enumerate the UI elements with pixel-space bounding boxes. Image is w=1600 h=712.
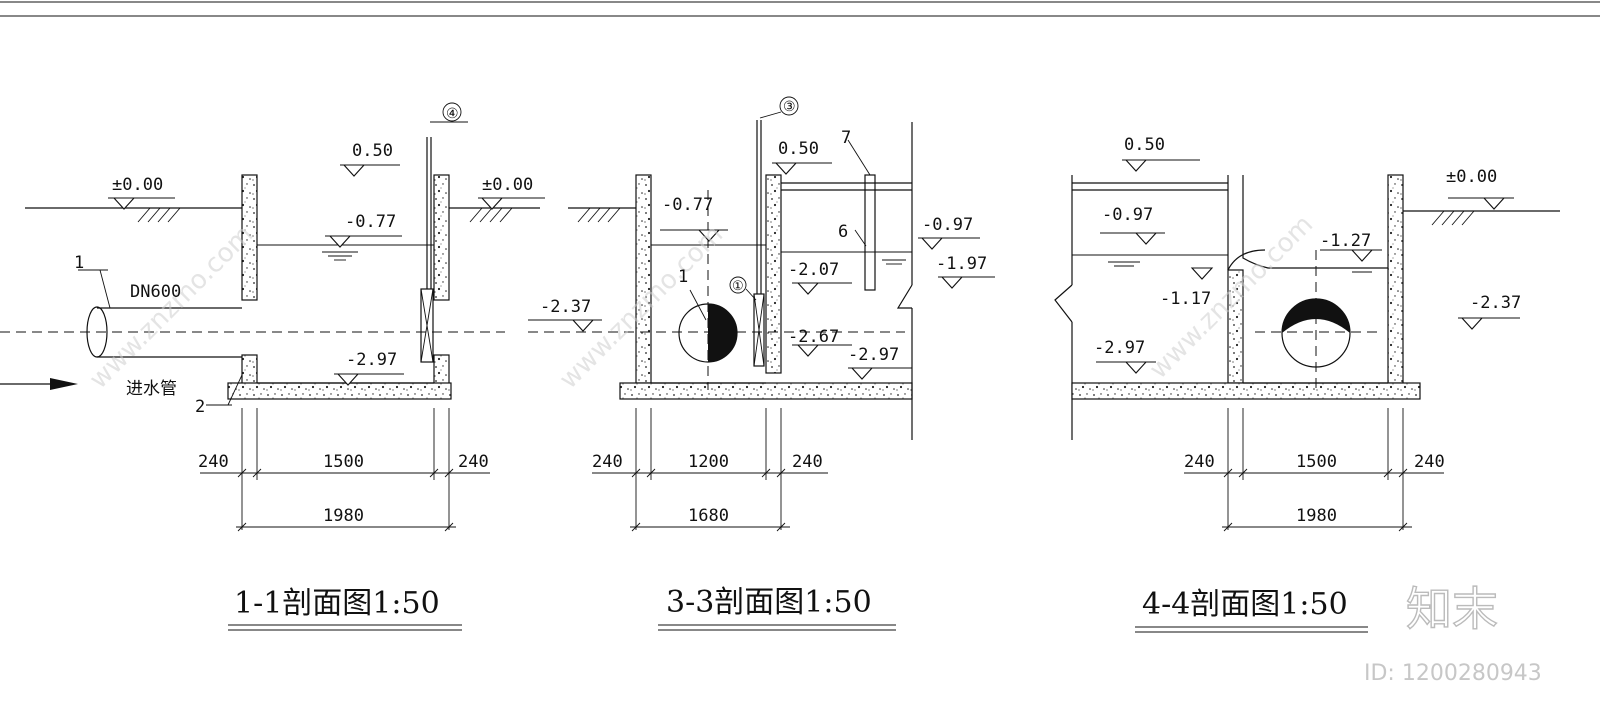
marker-7: 7 bbox=[841, 128, 851, 148]
section-title-1-1: 1-1剖面图1:50 bbox=[234, 586, 440, 621]
section-title-3-3: 3-3剖面图1:50 bbox=[666, 585, 872, 620]
elev-3-bottom: -2.97 bbox=[848, 345, 899, 365]
pipe-3-number: 1 bbox=[678, 267, 688, 287]
image-id: ID: 1200280943 bbox=[1364, 661, 1542, 686]
elev-3-right-a: -0.97 bbox=[922, 215, 973, 235]
dim-1-left: 240 bbox=[198, 452, 229, 472]
elev-4-bottom-left: -2.97 bbox=[1094, 338, 1145, 358]
dim-3-total: 1680 bbox=[688, 506, 729, 526]
elev-1-bottom: -2.97 bbox=[346, 350, 397, 370]
dim-1-inner: 1500 bbox=[323, 452, 364, 472]
dim-4-inner: 1500 bbox=[1296, 452, 1337, 472]
section-1-1 bbox=[0, 102, 545, 532]
section-title-4-4: 4-4剖面图1:50 bbox=[1142, 587, 1348, 622]
section-4-4 bbox=[1054, 159, 1560, 532]
callout-3: ③ bbox=[783, 99, 796, 115]
pipe-name: 进水管 bbox=[126, 379, 177, 399]
dim-1-total: 1980 bbox=[323, 506, 364, 526]
dim-4-right: 240 bbox=[1414, 452, 1445, 472]
pipe-size: DN600 bbox=[130, 282, 181, 302]
elev-4-water-right: -1.27 bbox=[1320, 231, 1371, 251]
marker-6: 6 bbox=[838, 222, 848, 242]
pipe-number: 1 bbox=[74, 253, 84, 273]
elev-3-ch-b: -2.67 bbox=[788, 327, 839, 347]
section-3-3 bbox=[528, 96, 995, 532]
elev-4-weir: -1.17 bbox=[1160, 289, 1211, 309]
elev-3-left-outer: -2.37 bbox=[540, 297, 591, 317]
elev-3-ch-a: -2.07 bbox=[788, 260, 839, 280]
elev-1-ground-left: ±0.00 bbox=[112, 175, 163, 195]
elev-1-water: -0.77 bbox=[345, 212, 396, 232]
elev-1-top: 0.50 bbox=[352, 141, 393, 161]
dim-3-left: 240 bbox=[592, 452, 623, 472]
elev-4-top: 0.50 bbox=[1124, 135, 1165, 155]
dim-3-right: 240 bbox=[792, 452, 823, 472]
elev-4-water-left: -0.97 bbox=[1102, 205, 1153, 225]
elev-3-water: -0.77 bbox=[662, 195, 713, 215]
elev-3-right-b: -1.97 bbox=[936, 254, 987, 274]
elev-1-ground-right: ±0.00 bbox=[482, 175, 533, 195]
brand-logo: 知末 bbox=[1406, 582, 1498, 636]
elev-4-ground-right: ±0.00 bbox=[1446, 167, 1497, 187]
dim-4-left: 240 bbox=[1184, 452, 1215, 472]
marker-2: 2 bbox=[195, 397, 205, 417]
elev-4-outer-right: -2.37 bbox=[1470, 293, 1521, 313]
callout-1: ① bbox=[732, 279, 744, 294]
dim-1-right: 240 bbox=[458, 452, 489, 472]
dim-4-total: 1980 bbox=[1296, 506, 1337, 526]
dim-3-inner: 1200 bbox=[688, 452, 729, 472]
callout-4: ④ bbox=[446, 106, 459, 122]
elev-3-top: 0.50 bbox=[778, 139, 819, 159]
